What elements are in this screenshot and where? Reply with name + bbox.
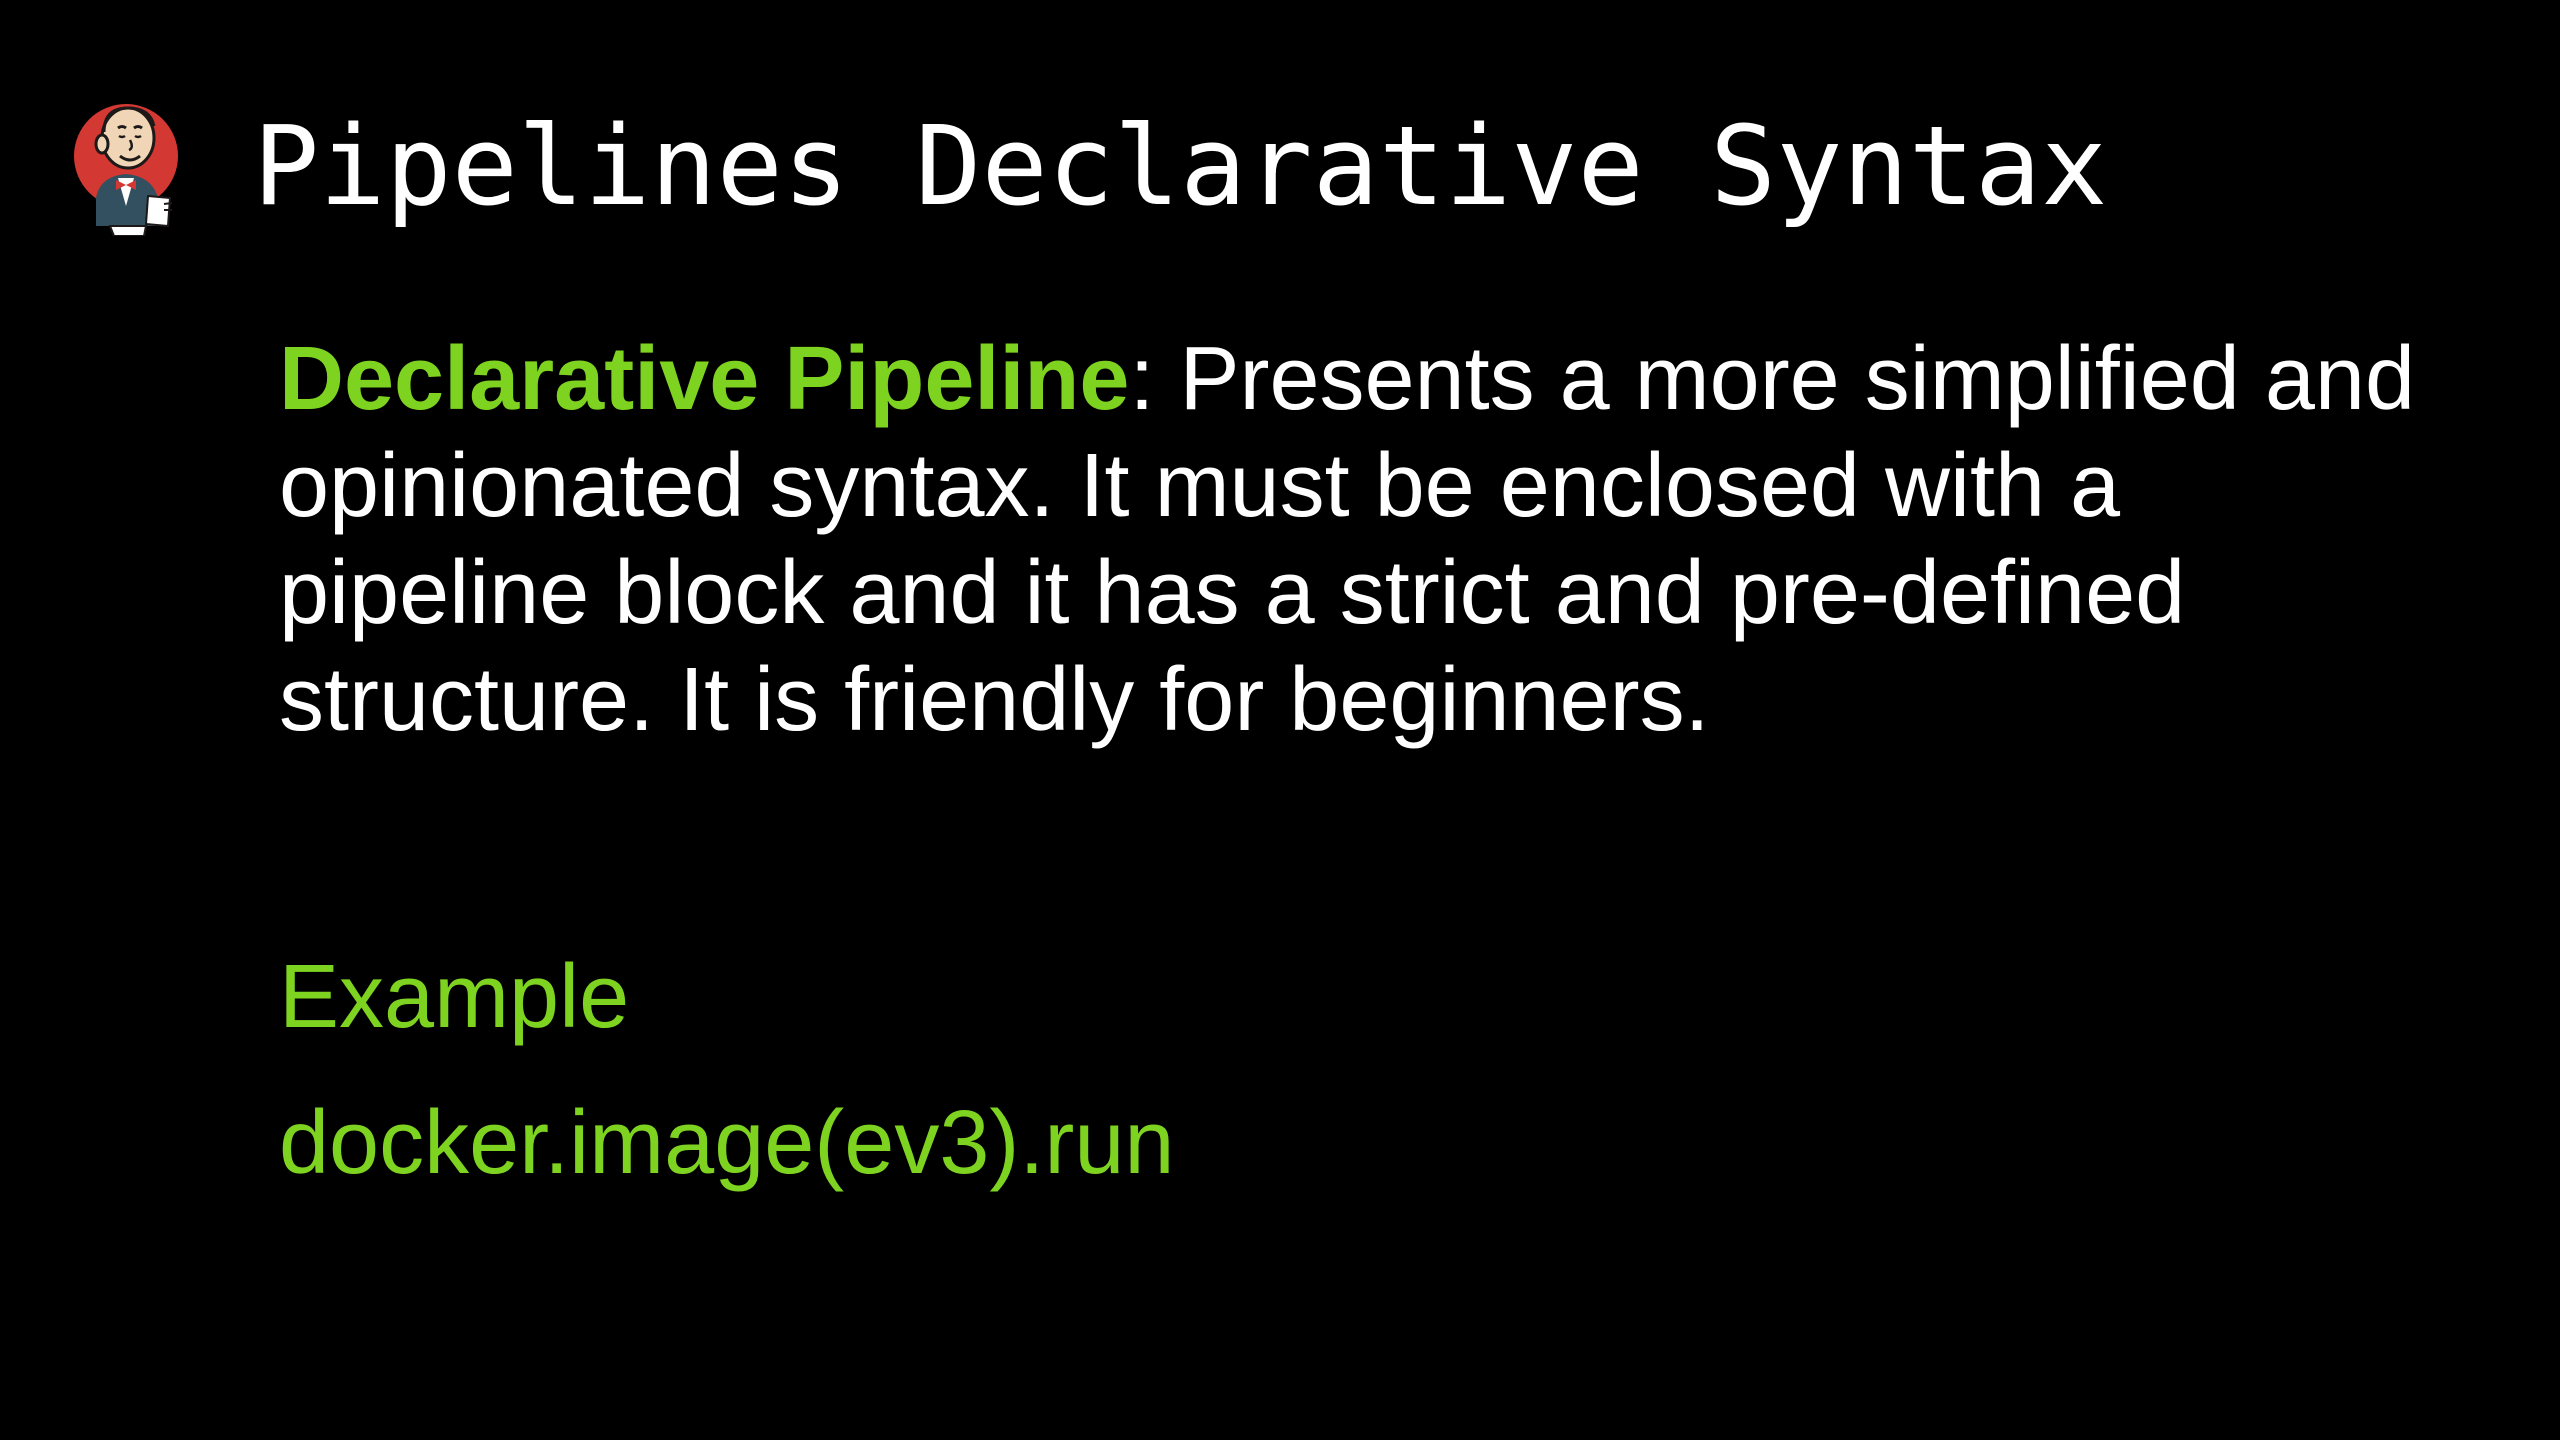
definition-paragraph: Declarative Pipeline: Presents a more si… [279, 326, 2429, 754]
example-label: Example [279, 947, 630, 1047]
slide-title: Pipelines Declarative Syntax [253, 102, 2108, 230]
definition-term: Declarative Pipeline [279, 329, 1130, 429]
definition-text: : Presents a more simplified and opinion… [279, 329, 2416, 750]
jenkins-butler-logo-icon [74, 104, 178, 236]
example-code: docker.image(ev3).run [279, 1093, 1175, 1193]
